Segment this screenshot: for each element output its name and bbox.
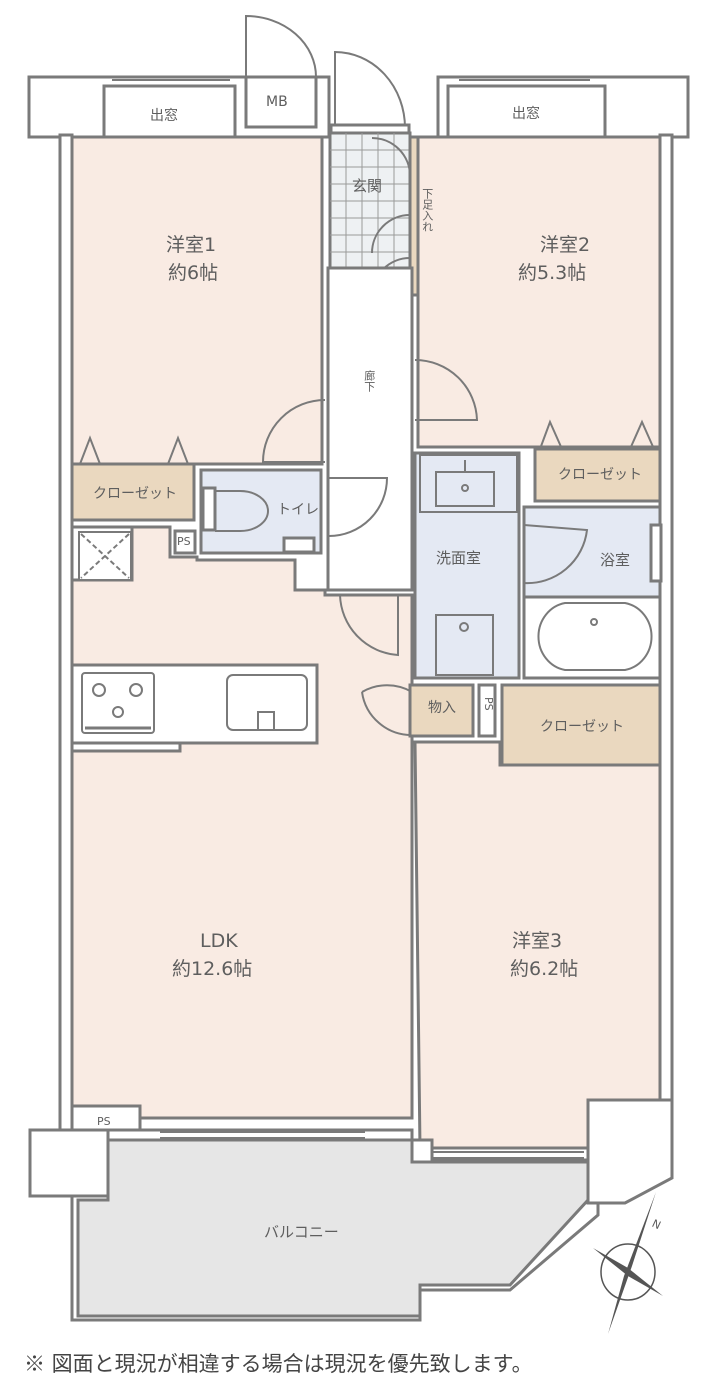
- storage-label: 物入: [428, 700, 456, 716]
- bathroom-door-swing[interactable]: [523, 524, 589, 585]
- entrance-door-swing[interactable]: [334, 50, 406, 129]
- compass-rose-icon: [593, 1192, 663, 1334]
- balcony-label: バルコニー: [264, 1223, 339, 1241]
- room2-door-swing[interactable]: [414, 359, 479, 421]
- closet-3-label: クローゼット: [540, 719, 624, 735]
- room-western3-size: 約6.2帖: [510, 958, 579, 980]
- room-western2: [416, 135, 662, 449]
- closet-2: [533, 447, 662, 503]
- shoe-storage-label: 下足入れ: [420, 188, 434, 232]
- washing-machine-icon: [435, 614, 494, 676]
- ps-toilet-label: PS: [177, 535, 191, 548]
- kitchen-counter: [70, 663, 319, 745]
- vanity-sink-icon: [419, 454, 518, 513]
- bay-window-left-label: 出窓: [150, 108, 178, 124]
- ps-storage: [477, 683, 497, 738]
- balcony: [76, 1138, 590, 1318]
- closet-1: [70, 462, 196, 522]
- bathroom-label: 浴室: [600, 551, 631, 569]
- toilet-door-swing[interactable]: [328, 477, 389, 537]
- meter-box: [244, 75, 318, 129]
- room-western1: [70, 135, 324, 466]
- ps-ldk-label: PS: [97, 1115, 111, 1128]
- mb-label: MB: [266, 94, 288, 110]
- room-ldk-name: LDK: [200, 930, 238, 952]
- bay-window-right-label: 出窓: [512, 106, 540, 122]
- mb-door-swing: [245, 14, 317, 78]
- room1-door-swing[interactable]: [261, 399, 326, 463]
- bay-window-right: [446, 84, 607, 139]
- bathtub-icon: [537, 602, 653, 671]
- ps-storage-label: PS: [481, 697, 495, 711]
- closet-1-label: クローゼット: [93, 486, 177, 502]
- ldk-door-swing[interactable]: [339, 594, 399, 657]
- entrance-label: 玄関: [352, 177, 383, 195]
- left-outer-wall: [58, 133, 74, 1132]
- stove-icon: [81, 672, 155, 734]
- bathroom: [522, 505, 662, 599]
- toilet-bowl-icon: [215, 490, 269, 532]
- hallway-label: 廊下: [362, 370, 376, 392]
- room-western2-size: 約5.3帖: [518, 262, 587, 284]
- room-western2-name: 洋室2: [540, 234, 591, 256]
- room-ldk: [70, 525, 414, 1120]
- room-western1-name: 洋室1: [166, 234, 217, 256]
- room-western1-size: 約6帖: [168, 262, 219, 284]
- ps-toilet: [173, 529, 197, 555]
- footnote: ※ 図面と現況が相違する場合は現況を優先致します。: [24, 1352, 533, 1376]
- toilet-label: トイレ: [277, 502, 319, 518]
- right-outer-wall: [658, 133, 674, 1137]
- hallway: [326, 266, 414, 592]
- closet-2-label: クローゼット: [558, 467, 642, 483]
- room-western3-name: 洋室3: [512, 930, 563, 952]
- closet-3: [500, 683, 662, 767]
- washroom-label: 洗面室: [436, 549, 482, 567]
- room-ldk-size: 約12.6帖: [172, 958, 253, 980]
- storage: [408, 683, 475, 738]
